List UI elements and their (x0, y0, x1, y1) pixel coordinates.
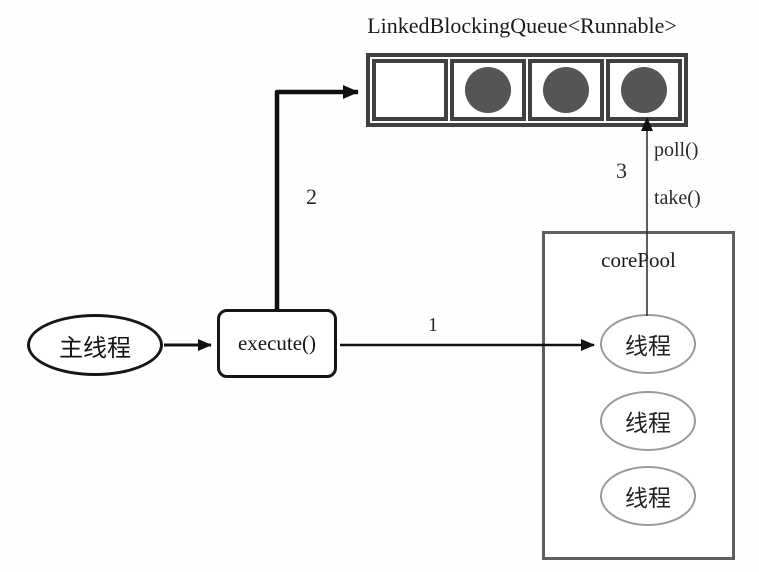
queue-cell-2 (450, 59, 526, 121)
task-dot (621, 67, 667, 113)
core-pool-title: corePool (601, 248, 676, 272)
arrow-step2-execute-to-queue (274, 85, 359, 311)
thread-ellipse-2: 线程 (600, 391, 696, 451)
thread-label: 线程 (625, 486, 671, 511)
step-label-3: 3 (616, 158, 627, 183)
thread-ellipse-1: 线程 (600, 314, 696, 374)
queue-title: LinkedBlockingQueue<Runnable> (367, 13, 677, 38)
thread-label: 线程 (625, 334, 671, 359)
task-dot (465, 67, 511, 113)
queue-cell-4 (606, 59, 682, 121)
poll-label: poll() (654, 139, 699, 161)
execute-label: execute() (237, 331, 317, 355)
linked-blocking-queue (366, 53, 688, 127)
thread-label: 线程 (625, 411, 671, 436)
thread-ellipse-3: 线程 (600, 466, 696, 526)
core-pool-box: corePool 线程 线程 线程 (542, 231, 735, 560)
main-thread-label: 主线程 (59, 335, 131, 362)
task-dot (543, 67, 589, 113)
step-label-2: 2 (306, 184, 317, 209)
queue-cell-3 (528, 59, 604, 121)
main-thread-ellipse: 主线程 (27, 314, 163, 376)
step-label-1: 1 (428, 314, 438, 336)
queue-cell-1 (372, 59, 448, 121)
take-label: take() (654, 187, 701, 209)
execute-box: execute() (217, 309, 337, 378)
